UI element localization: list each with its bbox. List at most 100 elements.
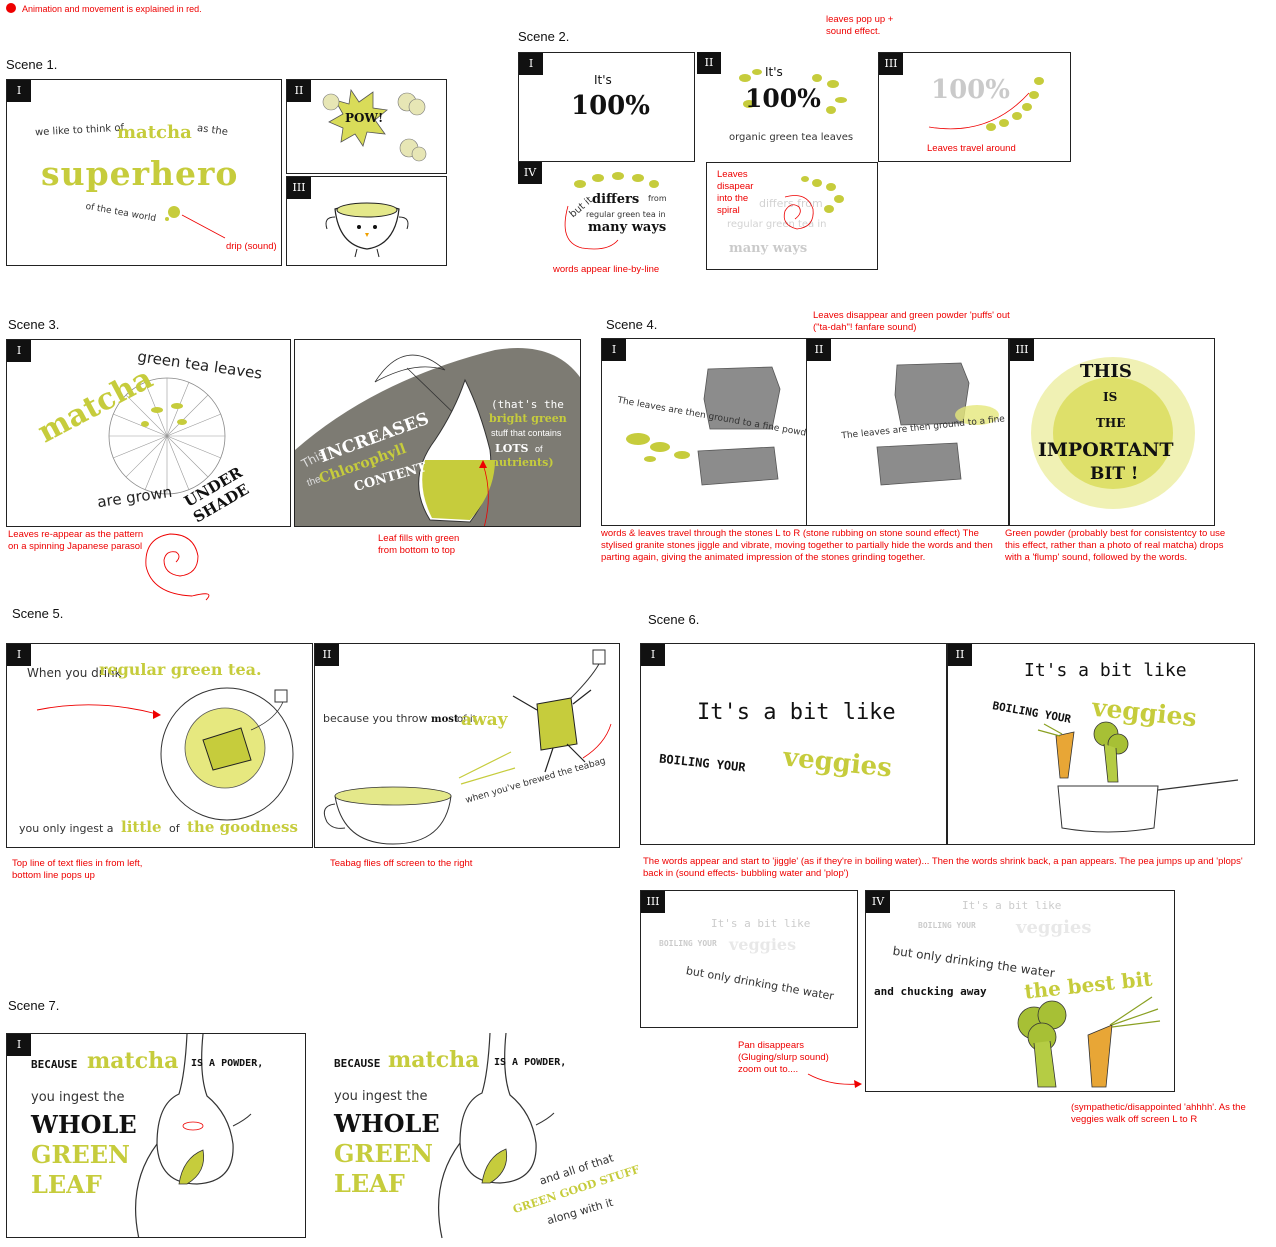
scene-3-panel-1: I matcha green tea leaves are grown UNDE… <box>6 339 291 527</box>
text: superhero <box>41 154 239 193</box>
text: regular green tea in <box>586 210 666 219</box>
text: 100% <box>571 91 650 121</box>
drip-illustration <box>165 206 226 239</box>
scene-4-panel-3: III THIS IS THE IMPORTANT BIT ! <box>1009 338 1215 526</box>
pan-veggies-illustration <box>1037 721 1239 833</box>
panel-number: II <box>315 644 339 666</box>
text: of <box>535 444 543 454</box>
panel-number: I <box>641 644 665 666</box>
text: the goodness <box>187 818 298 836</box>
text: because you throw <box>323 712 428 725</box>
parasol-illustration <box>108 377 226 495</box>
text: (that's the <box>491 398 564 411</box>
text: many ways <box>729 241 808 256</box>
text: It's a bit like <box>1024 660 1187 681</box>
text: you only ingest a <box>19 822 114 835</box>
scene-2-panel-1: I It's 100% <box>518 52 695 162</box>
text: little <box>121 818 162 836</box>
scene-7-title: Scene 7. <box>8 998 60 1013</box>
scene-6-panel-1: I It's a bit like BOILING YOUR veggies <box>640 643 947 845</box>
scene-6-panel-3: III It's a bit like BOILING YOUR veggies… <box>640 890 858 1028</box>
text: from <box>648 194 667 203</box>
panel-number: IV <box>518 162 542 184</box>
text: BECAUSE <box>31 1058 78 1071</box>
legend-text: Animation and movement is explained in r… <box>22 4 202 14</box>
text: matcha <box>388 1047 480 1073</box>
text: away <box>461 710 508 730</box>
scene-6-title: Scene 6. <box>648 612 700 627</box>
teacup-character-illustration <box>325 202 409 258</box>
text: IS A POWDER, <box>191 1058 264 1069</box>
leaves-illustration <box>739 69 847 114</box>
text: BOILING YOUR <box>918 921 976 930</box>
text: It's <box>594 73 612 87</box>
text: 100% <box>745 84 821 113</box>
note-powder: Green powder (probably best for consiste… <box>1005 528 1226 563</box>
panel-number: II <box>697 52 721 74</box>
text: BOILING YOUR <box>658 751 747 775</box>
panel-number: II <box>948 644 972 666</box>
text: bright green <box>489 412 567 425</box>
text: GREEN <box>334 1139 433 1168</box>
note-travel: Leaves travel around <box>927 143 1016 154</box>
text: WHOLE <box>31 1110 137 1139</box>
scene-7-panel-1: I BECAUSE matcha IS A POWDER, you ingest… <box>6 1033 306 1238</box>
note-pan: Pan disappears (Gluging/slurp sound) zoo… <box>738 1040 829 1075</box>
scene-2-panel-5: Leaves disapear into the spiral differs … <box>706 162 878 270</box>
text: When you drink <box>27 666 122 680</box>
panel-number: I <box>7 340 31 362</box>
teacup-teabag-illustration <box>36 687 294 821</box>
text: IMPORTANT <box>1038 439 1174 461</box>
text: BOILING YOUR <box>659 939 717 948</box>
text: LEAF <box>31 1170 102 1199</box>
scene-1-panel-1: I we like to think of matcha as the supe… <box>6 79 282 266</box>
text: but only drinking the water <box>685 964 835 1003</box>
legend-dot <box>6 3 16 13</box>
text: veggies <box>729 935 797 954</box>
scene-2-panel-4: IV but it differs from regular green tea… <box>518 162 695 272</box>
note-lines: words appear line-by-line <box>553 264 660 275</box>
text: differs <box>592 192 640 207</box>
text: differs from <box>759 197 823 210</box>
scene-7-panel-2: BECAUSE matcha IS A POWDER, you ingest t… <box>310 1032 641 1243</box>
scene-1-title: Scene 1. <box>6 57 58 72</box>
text: It's <box>765 65 783 79</box>
walking-veggies-illustration <box>1017 996 1161 1088</box>
green-powder-illustration <box>1031 357 1195 509</box>
panel-number: III <box>879 53 903 75</box>
scene-3-title: Scene 3. <box>8 317 60 332</box>
text: stuff that contains <box>491 428 562 438</box>
text: THIS <box>1080 361 1132 382</box>
pow-text: POW! <box>345 111 384 125</box>
panel-number: III <box>641 891 665 913</box>
text: LEAF <box>334 1169 405 1198</box>
text: 100% <box>931 75 1010 105</box>
scene-5-title: Scene 5. <box>12 606 64 621</box>
text: of it <box>457 714 477 725</box>
leaves-travel-illustration <box>928 77 1044 131</box>
scene-6-panel-2: II It's a bit like BOILING YOUR veggies <box>947 643 1255 845</box>
text: It's a bit like <box>711 917 811 930</box>
panel-number: I <box>7 644 31 666</box>
shade-leaf-illustration <box>295 348 580 526</box>
text: IS <box>1103 390 1118 404</box>
text: BECAUSE <box>334 1057 381 1070</box>
note-puff: Leaves disappear and green powder 'puffs… <box>813 310 1010 333</box>
panel-number: II <box>807 339 831 361</box>
scene-1-panel-2: II POW! <box>286 79 447 174</box>
panel-number: I <box>7 1034 31 1056</box>
panel-number: I <box>602 339 626 361</box>
note-teabag: Teabag flies off screen to the right <box>330 858 473 869</box>
text: and chucking away <box>874 985 987 998</box>
note-leaves-pop: leaves pop up + sound effect. <box>826 14 894 37</box>
pow-illustration <box>322 88 427 162</box>
note-fly: Top line of text flies in from left, bot… <box>12 858 143 881</box>
scene-3-panel-2: This INCREASES the Chlorophyll CONTENT (… <box>294 339 581 527</box>
text: regular green tea in <box>727 219 827 230</box>
note-disappear: Leaves disapear into the spiral <box>717 169 754 216</box>
text: veggies <box>1016 917 1092 938</box>
text: WHOLE <box>334 1109 440 1138</box>
stomach-leaf-illustration <box>437 1032 555 1239</box>
text: veggies <box>781 742 894 784</box>
scene-4-panel-2: II The leaves are then ground to a fine … <box>806 338 1009 526</box>
